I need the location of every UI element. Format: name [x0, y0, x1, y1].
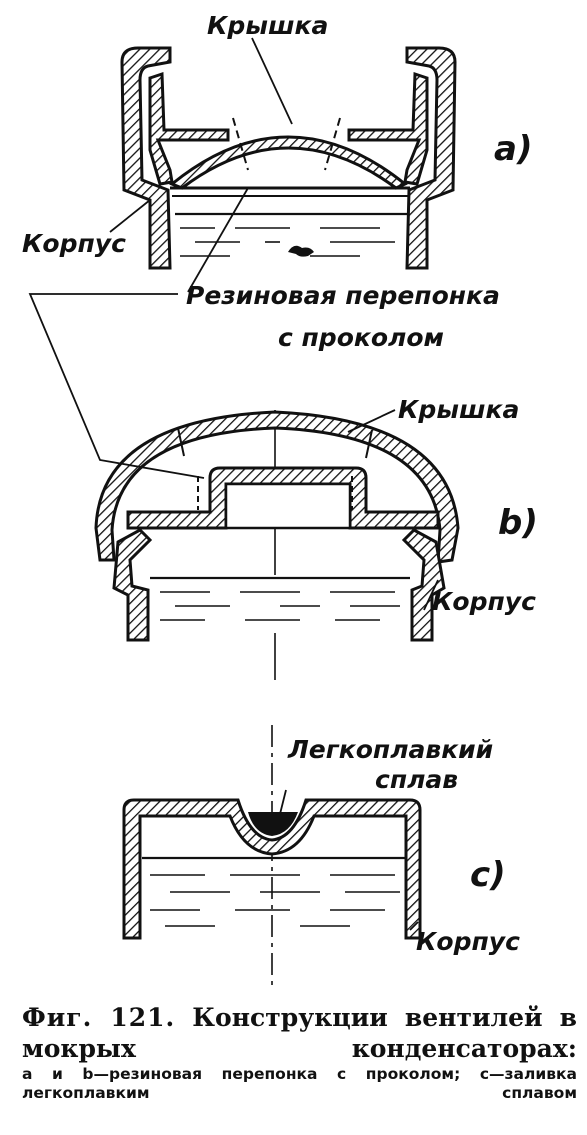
- rubber-membrane-a: [169, 135, 408, 190]
- lid-rim-right-a: [347, 71, 429, 186]
- caption-prefix: Фиг. 121.: [22, 1003, 176, 1032]
- label-alloy-line2: сплав: [375, 765, 458, 794]
- label-lid-b: Крышка: [398, 395, 519, 424]
- body-wall-left-a: [120, 46, 172, 270]
- label-membrane-line1: Резиновая перепонка: [186, 281, 500, 310]
- splash-a: [288, 245, 314, 257]
- valve-cap-b: [224, 482, 352, 530]
- label-alloy-line1: Легкоплавкий: [287, 735, 493, 764]
- caption-title: Фиг. 121. Конструкции вентилей в мокрых …: [22, 1002, 577, 1064]
- electrolyte-b: [148, 575, 412, 633]
- figure-caption: Фиг. 121. Конструкции вентилей в мокрых …: [22, 1002, 577, 1103]
- body-c: [122, 798, 422, 940]
- label-membrane-line2: с проколом: [278, 323, 444, 352]
- liquid-lines-b: [150, 576, 410, 621]
- figure-121-diagram: Крышка a) Корпус Резиновая перепонка с п…: [22, 11, 538, 990]
- tag-a: a): [494, 129, 532, 169]
- tag-b: b): [498, 503, 538, 543]
- diagram-c: [122, 725, 422, 990]
- liquid-lines-c: [142, 856, 408, 927]
- body-wall-right-a: [405, 46, 457, 270]
- liquid-lines-a: [175, 212, 410, 257]
- diagram-a: [109, 37, 457, 293]
- leader-membrane-b: [28, 293, 205, 479]
- alloy-plug-c: [248, 812, 298, 836]
- label-body-c: Корпус: [416, 927, 520, 956]
- caption-title-text: Конструкции вентилей в мокрых конденсато…: [22, 1003, 577, 1063]
- tag-c: c): [470, 855, 506, 895]
- body-wall-left-b: [112, 528, 153, 642]
- diagram-b: [28, 293, 460, 680]
- label-lid-a: Крышка: [207, 11, 328, 40]
- body-wall-right-b: [401, 528, 446, 642]
- label-body-a: Корпус: [22, 229, 126, 258]
- rubber-membrane-b: [126, 466, 440, 530]
- caption-body-text: а и b—резиновая перепонка с проколом; с—…: [22, 1065, 577, 1102]
- caption-body: а и b—резиновая перепонка с проколом; с—…: [22, 1065, 577, 1103]
- lid-rim-left-a: [148, 71, 230, 186]
- label-body-b: Корпус: [432, 587, 536, 616]
